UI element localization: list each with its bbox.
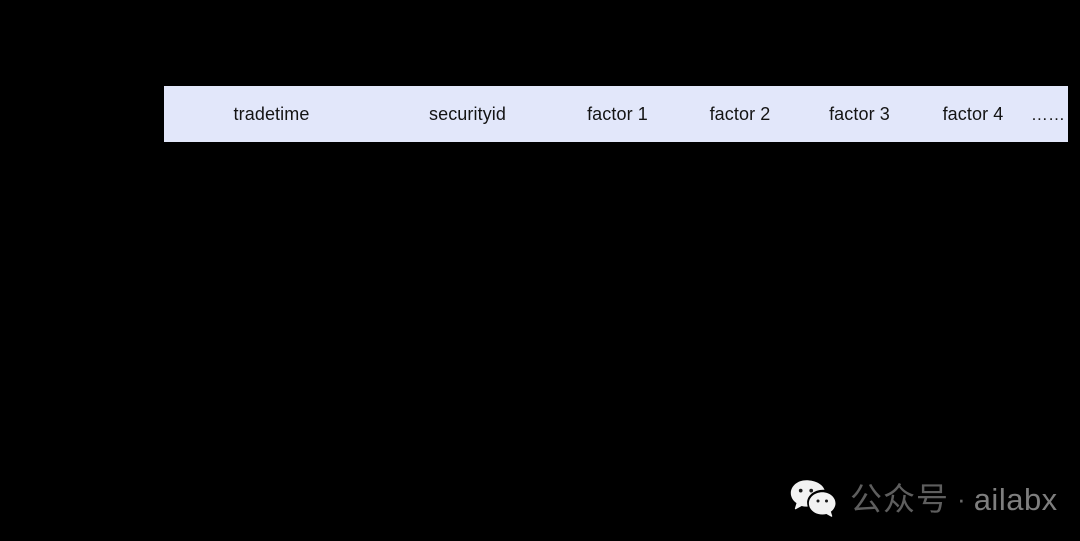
column-header-label: factor 4	[942, 104, 1004, 124]
column-header-label: factor 1	[587, 104, 648, 124]
column-header-factor-3: factor 3	[801, 86, 918, 142]
column-header-tradetime: tradetime	[164, 86, 379, 142]
wechat-icon	[790, 480, 836, 517]
column-header-securityid: securityid	[379, 86, 556, 142]
watermark-account-label: 公众号	[850, 480, 950, 518]
column-header-label: factor 3	[829, 104, 890, 124]
ellipsis-label: ……	[1030, 104, 1066, 124]
watermark: 公众号 · ailabx	[790, 474, 1058, 524]
watermark-separator: ·	[957, 484, 966, 514]
column-header-label: securityid	[428, 104, 507, 124]
factor-table-header-bar: tradetime securityid factor 1 factor 2 f…	[164, 86, 1068, 142]
column-header-factor-1: factor 1	[556, 86, 679, 142]
column-header-label: tradetime	[233, 104, 310, 124]
watermark-account-name: ailabx	[973, 481, 1058, 517]
column-header-factor-2: factor 2	[679, 86, 801, 142]
column-header-more-columns: ……	[1028, 86, 1068, 142]
column-header-factor-4: factor 4	[918, 86, 1028, 142]
watermark-text: 公众号 · ailabx	[850, 483, 1058, 515]
column-header-label: factor 2	[709, 104, 771, 124]
